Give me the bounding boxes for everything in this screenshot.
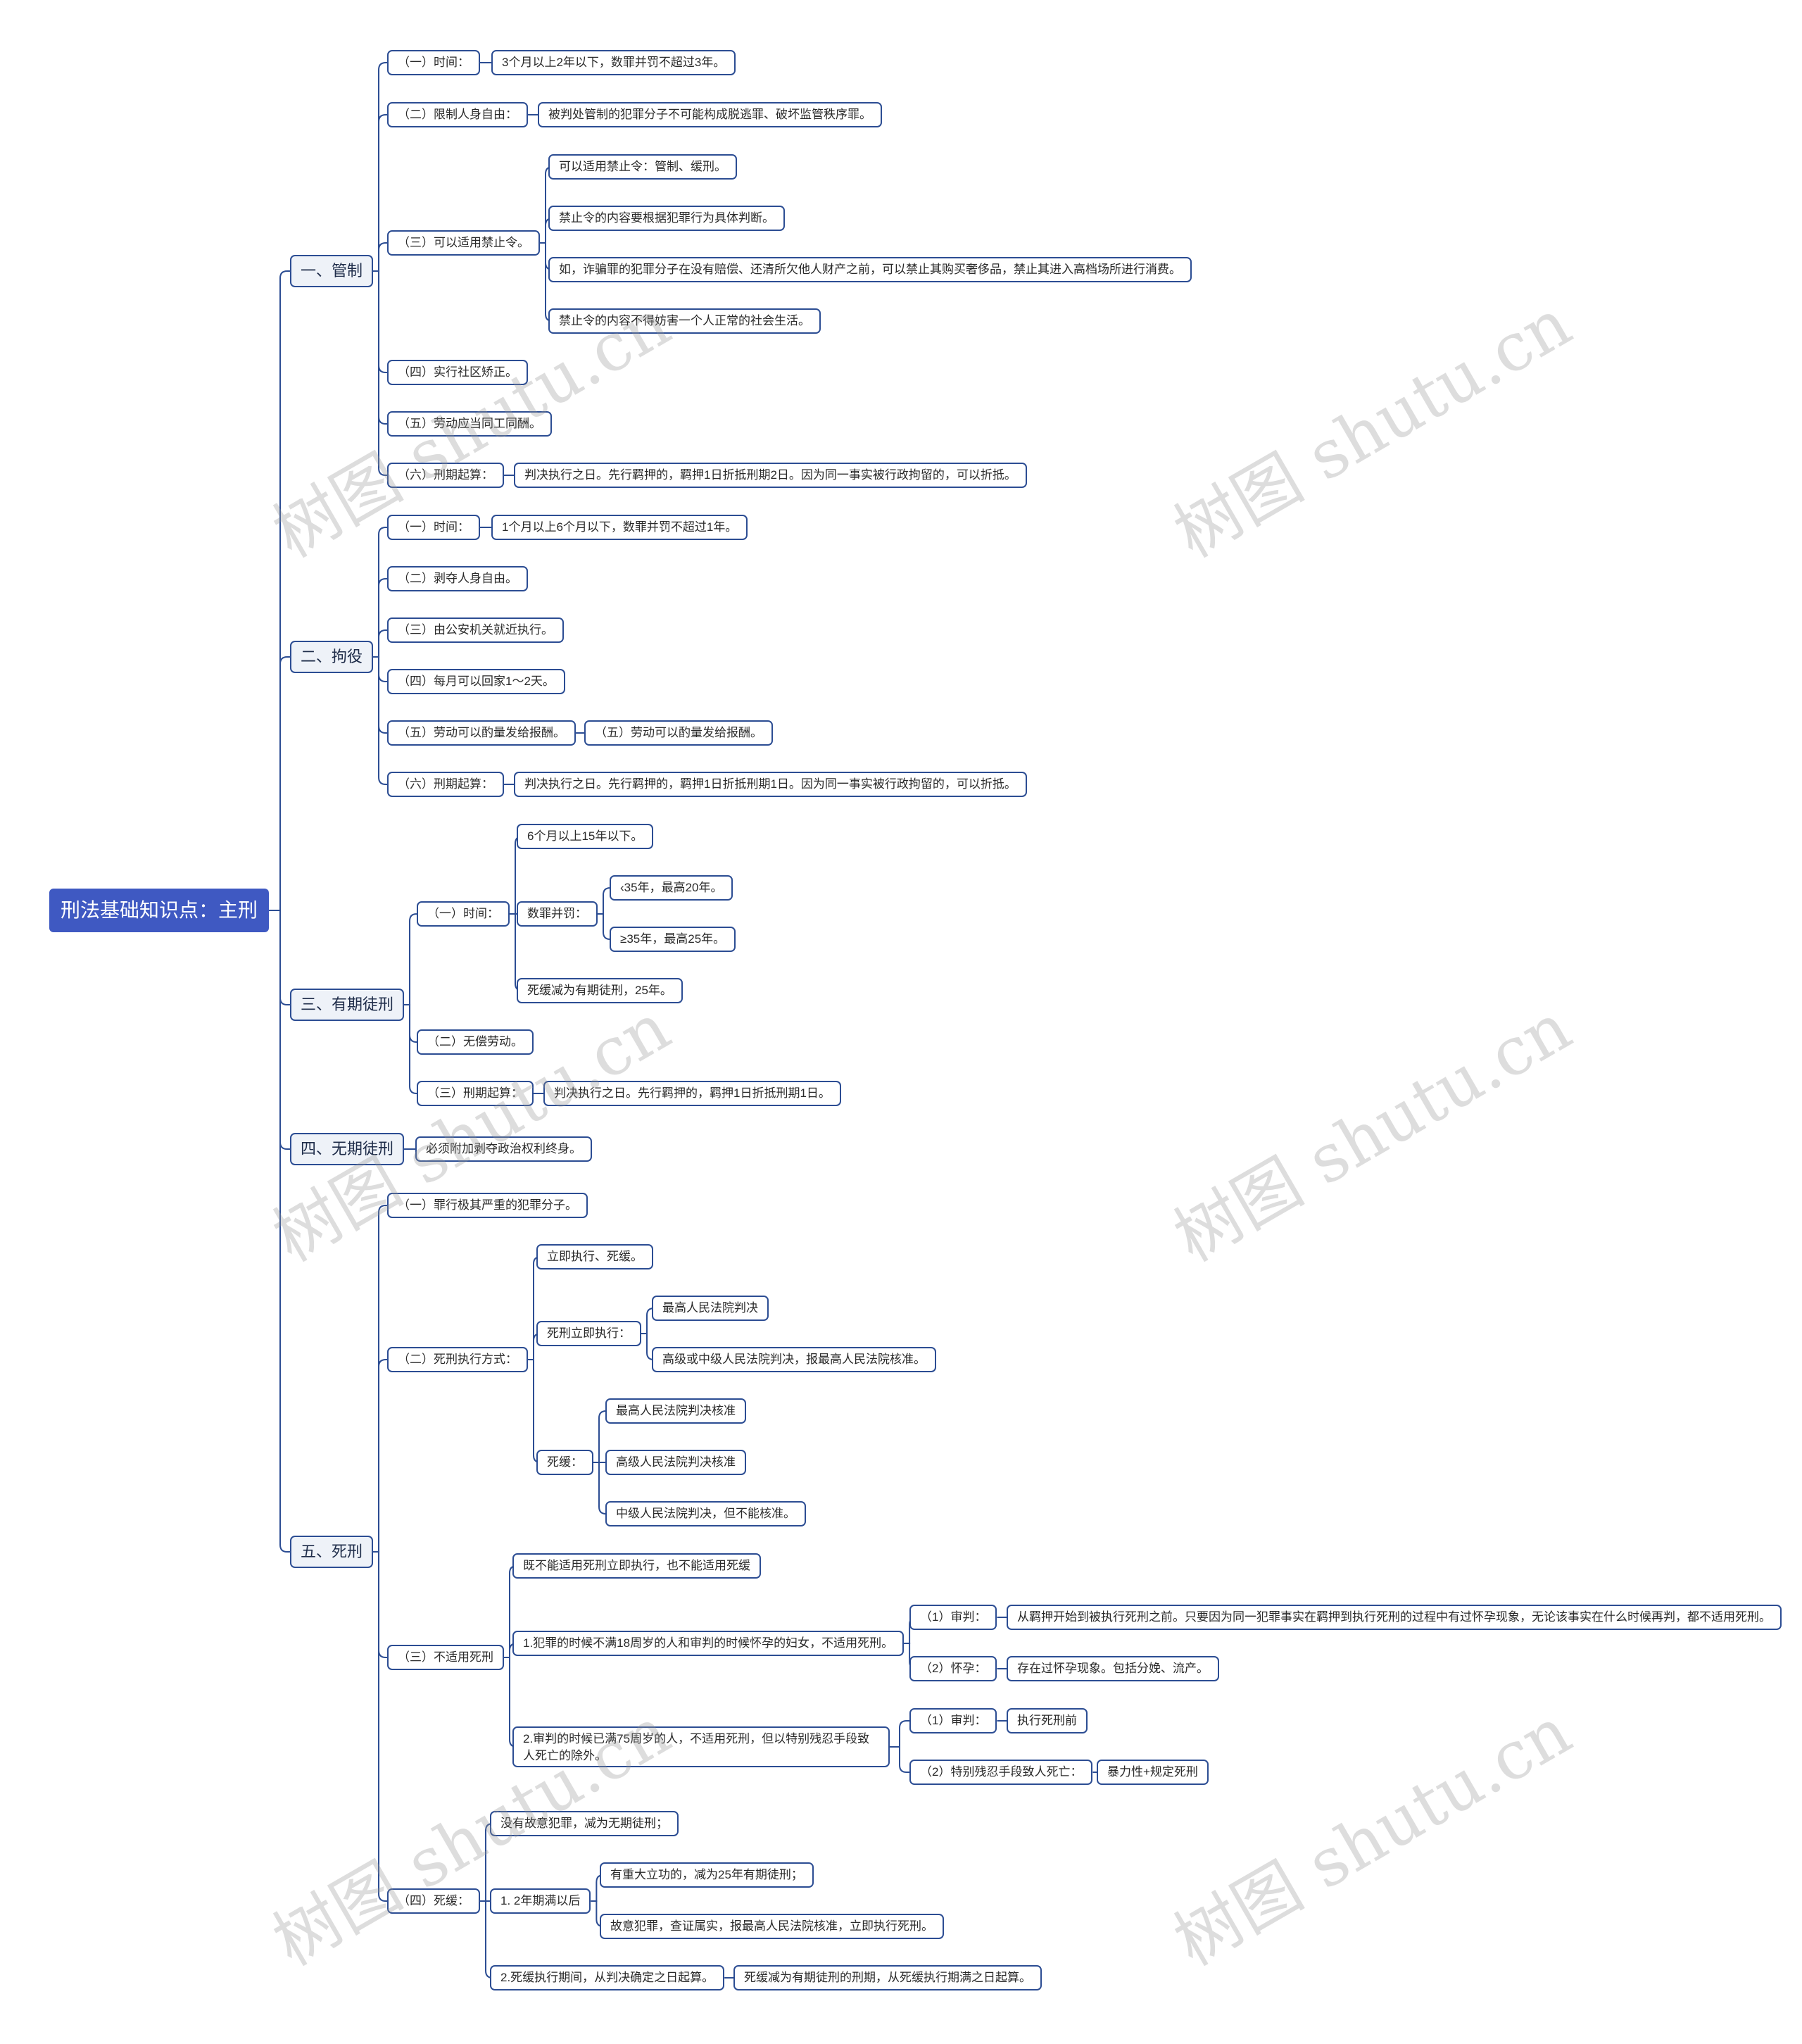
topic-control-time-detail[interactable]: 3个月以上2年以下，数罪并罚不超过3年。	[491, 50, 736, 75]
topic-injunction-content[interactable]: 禁止令的内容要根据犯罪行为具体判断。	[548, 206, 785, 231]
topic-fixed-term-range[interactable]: 6个月以上15年以下。	[517, 824, 654, 849]
topic-control-restriction-detail[interactable]: 被判处管制的犯罪分子不可能构成脱逃罪、破坏监管秩序罪。	[538, 102, 882, 127]
topic-immediate-lower-court[interactable]: 高级或中级人民法院判决，报最高人民法院核准。	[652, 1347, 936, 1372]
connector-line	[269, 910, 290, 1553]
topic-suspended-supreme[interactable]: 最高人民法院判决核准	[605, 1398, 746, 1424]
connector-line	[373, 1359, 387, 1553]
topic-suspension-intentional-crime[interactable]: 故意犯罪，查证属实，报最高人民法院核准，立即执行死刑。	[600, 1914, 944, 1939]
topic-elderly-cruel-means[interactable]: （2）特别残忍手段致人死亡：	[909, 1760, 1093, 1785]
connector-line	[373, 578, 387, 658]
topic-immediate-execution[interactable]: 死刑立即执行：	[536, 1321, 641, 1346]
topic-combined-35-plus[interactable]: ≥35年，最高25年。	[610, 927, 736, 952]
topic-pregnancy-definition-detail[interactable]: 存在过怀孕现象。包括分娩、流产。	[1007, 1656, 1219, 1681]
connector-line	[373, 1551, 387, 1902]
topic-fixed-term-labor[interactable]: （二）无偿劳动。	[417, 1029, 534, 1055]
topic-detention-time[interactable]: （一）时间：	[387, 515, 480, 540]
topic-suspension-no-crime[interactable]: 没有故意犯罪，减为无期徒刑；	[490, 1811, 679, 1836]
topic-execution-modes[interactable]: 立即执行、死缓。	[536, 1244, 653, 1269]
topic-control[interactable]: 一、管制	[290, 255, 374, 287]
topic-control-injunction[interactable]: （三）可以适用禁止令。	[387, 230, 540, 256]
topic-fixed-term-start-detail[interactable]: 判决执行之日。先行羁押的，羁押1日折抵刑期1日。	[543, 1081, 841, 1106]
topic-minors-and-pregnant[interactable]: 1.犯罪的时候不满18周岁的人和审判的时候怀孕的妇女，不适用死刑。	[512, 1631, 905, 1656]
topic-elderly-trial[interactable]: （1）审判：	[909, 1708, 997, 1733]
topic-suspension-commuted-start[interactable]: 死缓减为有期徒刑的刑期，从死缓执行期满之日起算。	[733, 1965, 1042, 1990]
topic-pregnancy-definition[interactable]: （2）怀孕：	[909, 1656, 997, 1681]
connector-line	[373, 1205, 387, 1553]
root-topic[interactable]: 刑法基础知识点：主刑	[49, 889, 270, 932]
topic-suspension-period-start[interactable]: 2.死缓执行期间，从判决确定之日起算。	[490, 1965, 725, 1990]
topic-injunction-example[interactable]: 如，诈骗罪的犯罪分子在没有赔偿、还清所欠他人财产之前，可以禁止其购买奢侈品，禁止…	[548, 257, 1192, 282]
topic-life-imprisonment-detail[interactable]: 必须附加剥夺政治权利终身。	[415, 1136, 592, 1162]
connector-line	[373, 270, 387, 425]
connector-line	[598, 913, 611, 940]
topic-detention[interactable]: 二、拘役	[290, 641, 374, 673]
connector-line	[373, 656, 387, 734]
topic-combined-under-35[interactable]: ‹35年，最高20年。	[610, 875, 733, 901]
connector-line	[373, 242, 387, 272]
topic-suspension-merit[interactable]: 有重大立功的，减为25年有期徒刑；	[600, 1862, 814, 1888]
topic-control-term-start[interactable]: （六）刑期起算：	[387, 463, 504, 488]
topic-detention-police[interactable]: （三）由公安机关就近执行。	[387, 617, 564, 643]
topic-elderly-over-75[interactable]: 2.审判的时候已满75周岁的人，不适用死刑，但以特别残忍手段致人死亡的除外。	[512, 1726, 890, 1767]
topic-detention-time-detail[interactable]: 1个月以上6个月以下，数罪并罚不超过1年。	[491, 515, 748, 540]
connector-line	[373, 1551, 387, 1658]
topic-control-community[interactable]: （四）实行社区矫正。	[387, 360, 528, 385]
topic-control-time[interactable]: （一）时间：	[387, 50, 480, 75]
connector-line	[890, 1720, 909, 1748]
topic-trial-definition[interactable]: （1）审判：	[909, 1605, 997, 1630]
topic-death-not-applicable[interactable]: （三）不适用死刑	[387, 1645, 504, 1670]
connector-line	[269, 270, 290, 911]
connector-line	[593, 1410, 607, 1463]
topic-suspended-death[interactable]: 死缓：	[536, 1450, 593, 1475]
topic-death-suspension[interactable]: （四）死缓：	[387, 1888, 480, 1914]
topic-detention-home-visit[interactable]: （四）每月可以回家1～2天。	[387, 669, 565, 694]
topic-life-imprisonment[interactable]: 四、无期徒刑	[290, 1133, 405, 1165]
topic-suspended-high-court[interactable]: 高级人民法院判决核准	[605, 1450, 746, 1475]
topic-immediate-supreme[interactable]: 最高人民法院判决	[652, 1296, 769, 1321]
topic-not-applicable-summary[interactable]: 既不能适用死刑立即执行，也不能适用死缓	[512, 1553, 761, 1579]
topic-death-execution-mode[interactable]: （二）死刑执行方式：	[387, 1347, 528, 1372]
connector-line	[373, 270, 387, 373]
topic-detention-pay[interactable]: （五）劳动可以酌量发给报酬。	[387, 720, 576, 746]
topic-detention-term-start-detail[interactable]: 判决执行之日。先行羁押的，羁押1日折抵刑期1日。因为同一事实被行政拘留的，可以折…	[514, 772, 1027, 797]
connector-line	[373, 114, 387, 272]
topic-control-restriction[interactable]: （二）限制人身自由：	[387, 102, 528, 127]
topic-elderly-trial-detail[interactable]: 执行死刑前	[1007, 1708, 1088, 1733]
topic-control-term-start-detail[interactable]: 判决执行之日。先行羁押的，羁押1日折抵刑期2日。因为同一事实被行政拘留的，可以折…	[514, 463, 1027, 488]
connector-line	[373, 656, 387, 682]
connector-line	[373, 62, 387, 272]
topic-control-labor[interactable]: （五）劳动应当同工同酬。	[387, 411, 552, 437]
topic-detention-pay-detail[interactable]: （五）劳动可以酌量发给报酬。	[584, 720, 773, 746]
topic-suspended-intermediate[interactable]: 中级人民法院判决，但不能核准。	[605, 1501, 806, 1526]
topic-detention-freedom[interactable]: （二）剥夺人身自由。	[387, 566, 528, 591]
connector-line	[404, 913, 417, 1005]
topic-elderly-cruel-means-detail[interactable]: 暴力性+规定死刑	[1097, 1760, 1209, 1785]
topic-fixed-term-combined[interactable]: 数罪并罚：	[517, 901, 598, 927]
connector-line	[598, 887, 611, 915]
topic-fixed-term[interactable]: 三、有期徒刑	[290, 989, 405, 1021]
topic-death-serious-crime[interactable]: （一）罪行极其严重的犯罪分子。	[387, 1193, 588, 1218]
connector-line	[404, 1004, 417, 1094]
connector-line	[373, 527, 387, 658]
topic-fixed-term-start[interactable]: （三）刑期起算：	[417, 1081, 534, 1106]
connector-line	[373, 656, 387, 785]
topic-injunction-scope[interactable]: 可以适用禁止令：管制、缓刑。	[548, 154, 737, 180]
connector-line	[593, 1462, 607, 1515]
connector-line	[373, 270, 387, 476]
connector-line	[373, 629, 387, 658]
connector-line	[528, 1359, 541, 1463]
topic-fixed-term-time[interactable]: （一）时间：	[417, 901, 510, 927]
topic-injunction-limit[interactable]: 禁止令的内容不得妨害一个人正常的社会生活。	[548, 308, 821, 334]
topic-detention-term-start[interactable]: （六）刑期起算：	[387, 772, 504, 797]
connector-line	[890, 1746, 909, 1773]
topic-trial-definition-detail[interactable]: 从羁押开始到被执行死刑之前。只要因为同一犯罪事实在羁押到执行死刑的过程中有过怀孕…	[1007, 1605, 1782, 1630]
topic-death-penalty[interactable]: 五、死刑	[290, 1536, 374, 1568]
connector-line	[269, 656, 290, 911]
topic-fixed-term-commuted[interactable]: 死缓减为有期徒刑，25年。	[517, 978, 683, 1003]
topic-suspension-after-two-years[interactable]: 1. 2年期满以后	[490, 1888, 591, 1914]
